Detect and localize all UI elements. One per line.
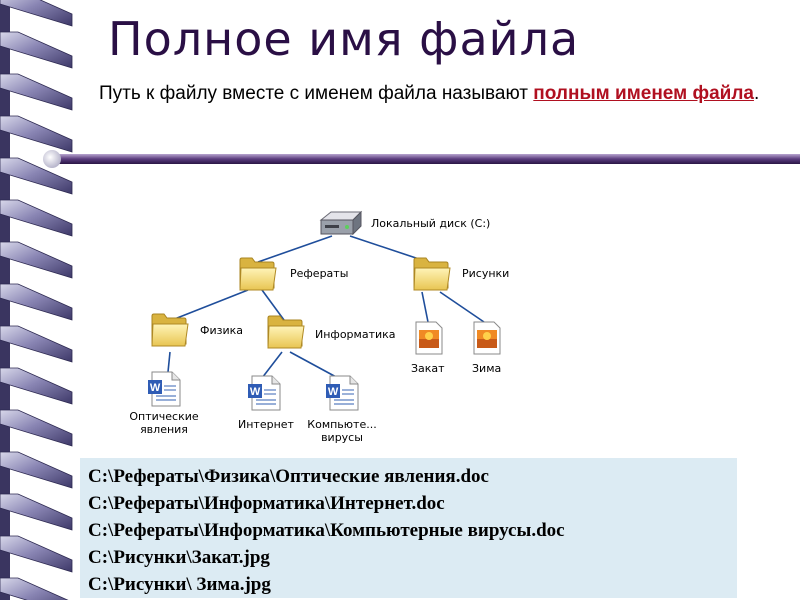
spiral-coil (0, 115, 73, 153)
spiral-coil (0, 409, 73, 447)
label-folder-fizika: Физика (200, 324, 244, 337)
spiral-coil (0, 283, 73, 321)
full-path-item: C:\Рефераты\Информатика\Интернет.doc (88, 493, 445, 514)
label-folder-risunki: Рисунки (462, 267, 510, 280)
spiral-coil (0, 241, 73, 279)
spiral-coil (0, 325, 73, 363)
spiral-coil (0, 31, 73, 69)
folder-risunki-icon (413, 257, 451, 291)
label-file-opticheskie-line2: явления (140, 423, 188, 436)
intro-text-end: . (753, 83, 760, 104)
intro-text: Путь к файлу вместе с именем файла назыв… (99, 80, 800, 107)
divider-rule (43, 150, 800, 168)
spiral-coil (0, 577, 69, 600)
spiral-coil (0, 157, 73, 195)
spiral-coil (0, 493, 73, 531)
folder-fizika-icon (151, 313, 189, 347)
label-folder-informatika: Информатика (315, 328, 396, 341)
word-document-kompyuter-icon (325, 375, 359, 411)
full-path-item: C:\Рефераты\Физика\Оптические явления.do… (88, 466, 489, 487)
label-drive: Локальный диск (C:) (371, 217, 491, 230)
full-path-item: C:\Рисунки\ Зима.jpg (88, 574, 271, 595)
hard-drive-icon (319, 210, 363, 236)
intro-text-start: Путь к файлу вместе с именем файла назыв… (99, 83, 534, 104)
word-document-internet-icon (247, 375, 281, 411)
full-path-item: C:\Рисунки\Закат.jpg (88, 547, 270, 568)
label-file-zakat: Закат (411, 362, 445, 375)
spiral-coil (0, 0, 73, 27)
tree-connectors (167, 235, 485, 379)
label-file-kompyuter: Компьюте...вирусы (302, 418, 382, 444)
spiral-coil (0, 367, 73, 405)
full-path-item: C:\Рефераты\Информатика\Компьютерные вир… (88, 520, 565, 541)
label-file-kompyuter-line2: вирусы (321, 431, 363, 444)
image-file-zima-icon (473, 321, 501, 355)
spiral-coil (0, 199, 73, 237)
full-paths-box: C:\Рефераты\Физика\Оптические явления.do… (80, 458, 737, 598)
label-file-zima: Зима (472, 362, 502, 375)
image-file-zakat-icon (415, 321, 443, 355)
folder-informatika-icon (267, 315, 305, 349)
spiral-binding (0, 0, 73, 600)
label-file-kompyuter-line1: Компьюте... (307, 418, 377, 431)
label-file-opticheskie-line1: Оптические (129, 410, 199, 423)
spiral-coil (0, 535, 73, 573)
spiral-coil (0, 451, 73, 489)
spiral-coil (0, 73, 73, 111)
word-document-opticheskie-icon (147, 371, 181, 407)
page-title: Полное имя файла (108, 12, 580, 66)
label-folder-referaty: Рефераты (290, 267, 349, 280)
folder-referaty-icon (239, 257, 277, 291)
label-file-internet: Интернет (238, 418, 294, 431)
intro-highlight: полным именем файла (533, 83, 754, 104)
